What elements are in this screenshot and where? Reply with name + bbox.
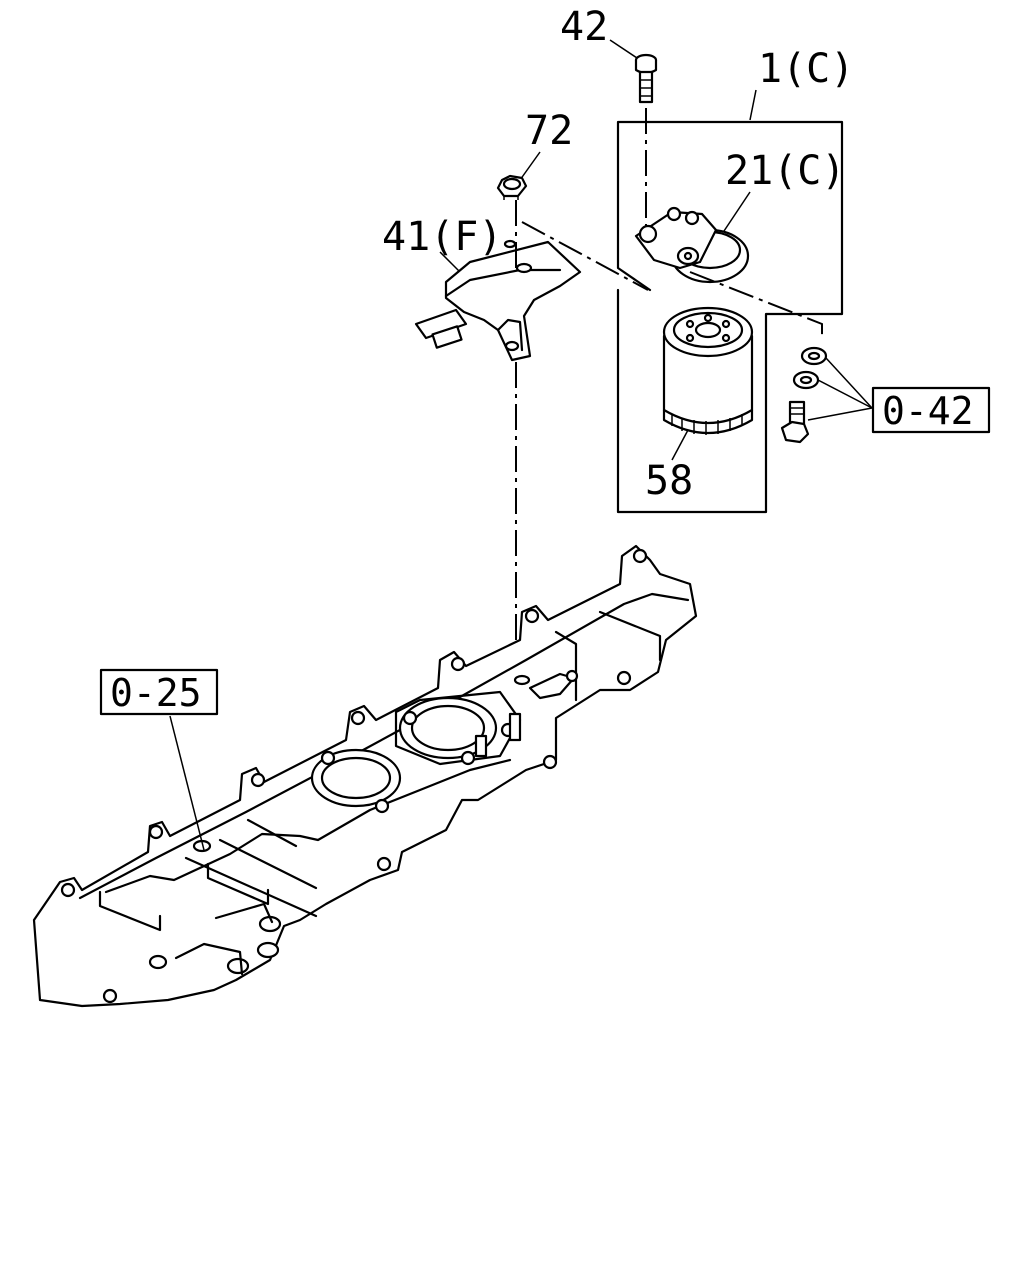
bracket-41f[interactable] <box>414 239 582 362</box>
bracket-to-head-line <box>521 221 649 291</box>
washer-lower[interactable] <box>792 370 820 390</box>
callout-72[interactable]: 72 <box>525 108 573 154</box>
washer-upper[interactable] <box>800 346 828 366</box>
head-to-washer-line <box>689 271 823 340</box>
callout-1c[interactable]: 1(C) <box>758 46 854 92</box>
intake-manifold[interactable] <box>32 544 698 1008</box>
banjo-bolt[interactable] <box>780 400 810 444</box>
callout-41f[interactable]: 41(F) <box>382 214 502 260</box>
oil-filter-58[interactable] <box>662 306 754 435</box>
ref-0-25-label: 0-25 <box>110 671 202 715</box>
bolt-42[interactable] <box>634 53 658 104</box>
ref-0-42-label: 0-42 <box>882 389 974 433</box>
ref-box-0-25[interactable]: 0-25 <box>99 668 219 716</box>
ref-0-25-leader <box>169 715 205 851</box>
callout-58[interactable]: 58 <box>645 458 693 504</box>
callout-21c[interactable]: 21(C) <box>725 148 845 194</box>
nut-72[interactable] <box>496 174 528 200</box>
ref-box-0-42[interactable]: 0-42 <box>871 386 991 434</box>
ref-0-42-leaders <box>807 357 873 421</box>
callout-42[interactable]: 42 <box>560 4 608 50</box>
assembly-outline <box>616 120 844 514</box>
filter-head-21c[interactable] <box>634 206 750 284</box>
